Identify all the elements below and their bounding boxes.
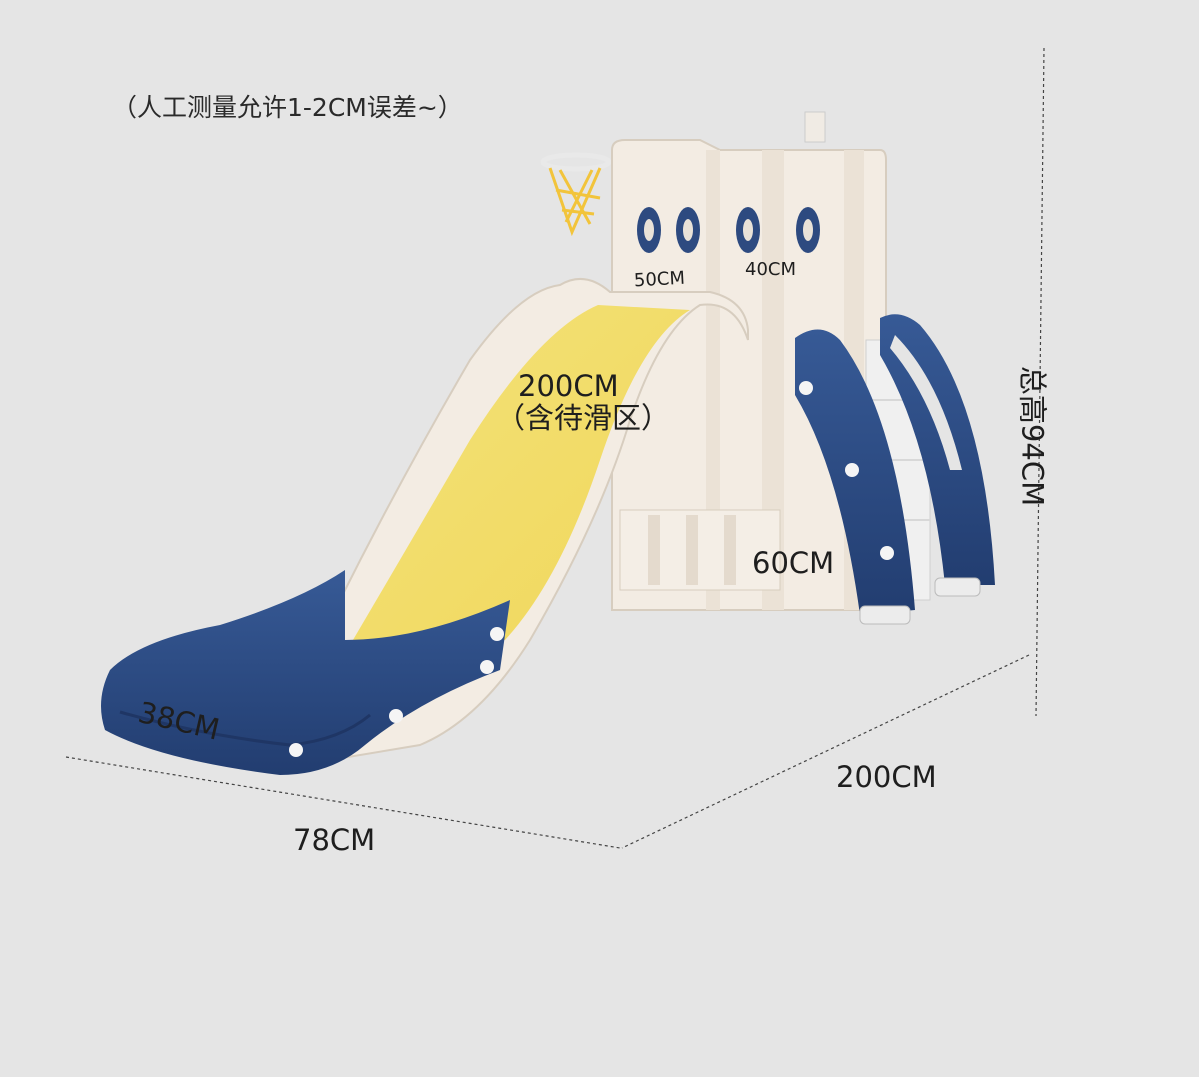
slide <box>101 277 749 775</box>
dim-platform-height: 60CM <box>752 546 835 580</box>
tower <box>611 111 887 611</box>
dim-slide-length-note: （含待滑区） <box>496 401 671 435</box>
stairs <box>795 314 995 625</box>
dim-top-right-width: 40CM <box>745 259 797 280</box>
basketball-hoop <box>540 152 612 237</box>
measurement-note: （人工测量允许1-2CM误差~） <box>112 93 463 122</box>
dim-total-width: 78CM <box>293 823 376 857</box>
dim-total-length: 200CM <box>836 760 937 794</box>
dim-total-height: 总高94CM <box>1015 365 1050 507</box>
dim-slide-length: 200CM <box>518 369 619 403</box>
dim-top-left-width: 50CM <box>633 267 686 292</box>
